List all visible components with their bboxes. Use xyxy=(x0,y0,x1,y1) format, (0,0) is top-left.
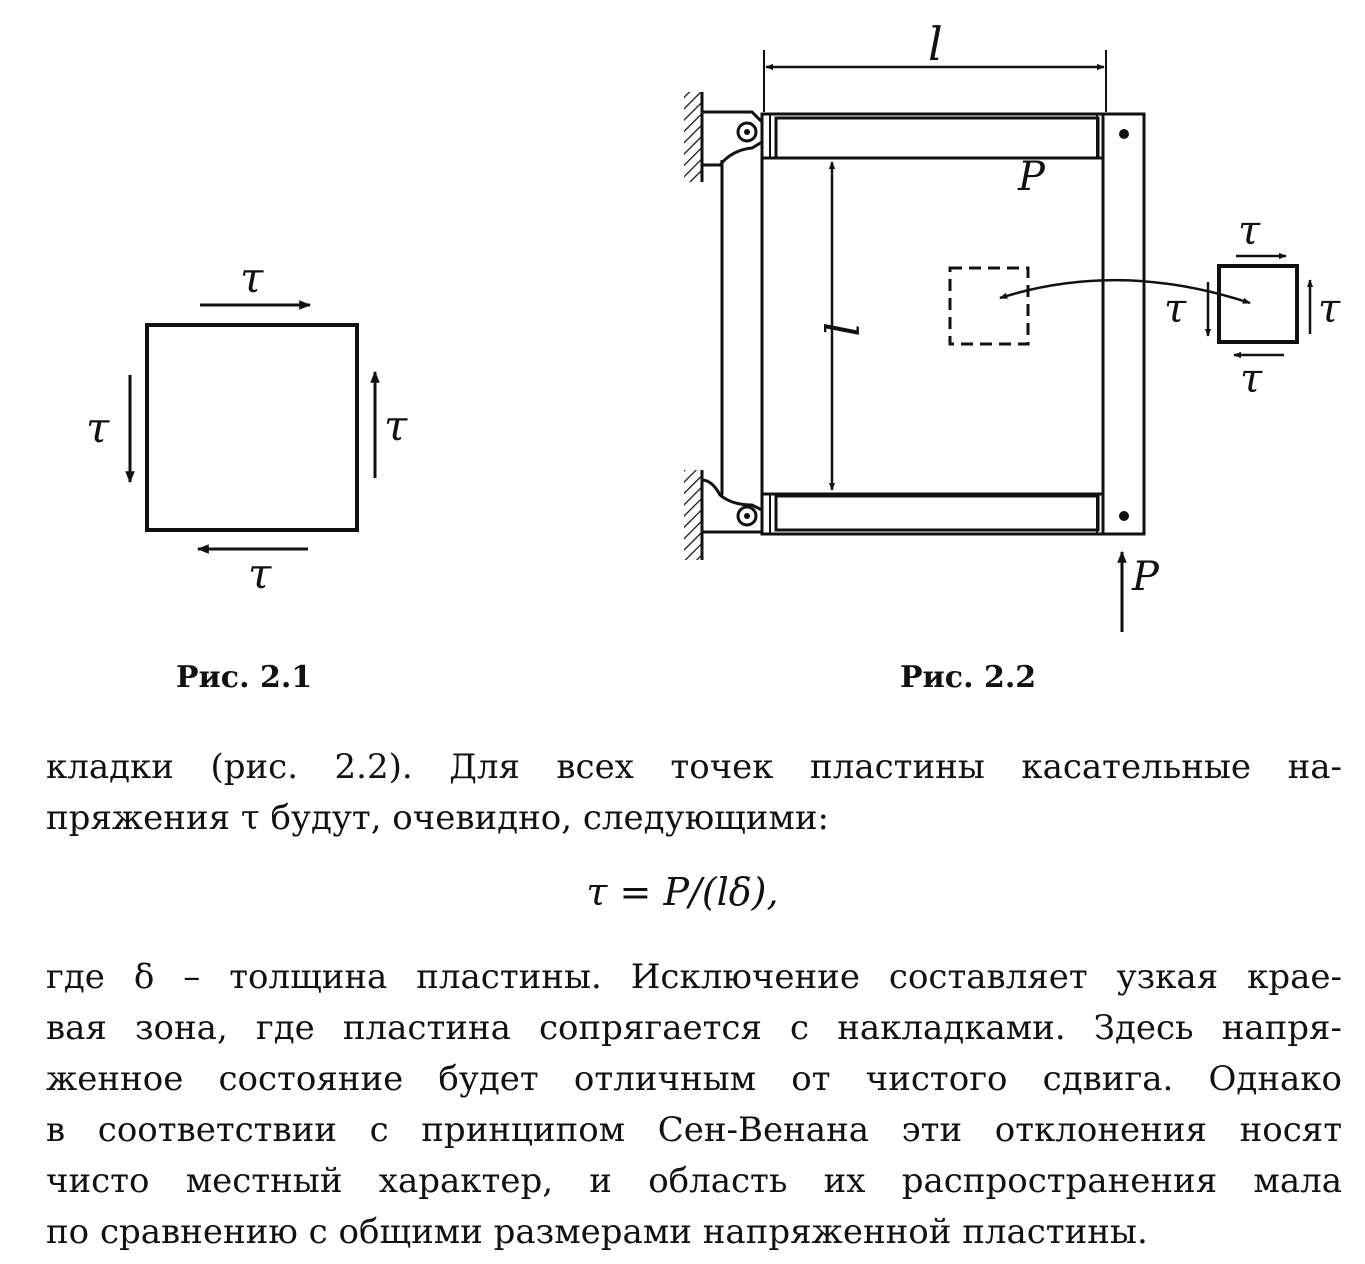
label-p-bottom: P xyxy=(1131,554,1160,600)
element-tau-left: τ xyxy=(1164,286,1187,332)
label-l-side: l xyxy=(813,322,867,337)
pure-shear-element xyxy=(145,323,359,532)
element-tau-bottom: τ xyxy=(1240,356,1263,402)
wall-top-hatch xyxy=(684,92,702,182)
paragraph-2-line: вая зона, где пластина сопрягается с нак… xyxy=(46,1008,1342,1048)
element-tau-top: τ xyxy=(1238,208,1261,254)
figure-caption-2-2: Рис. 2.2 xyxy=(900,660,1037,695)
strip-bottom xyxy=(774,494,1100,532)
tau-label-top: τ xyxy=(240,253,264,302)
support-bottom xyxy=(700,478,764,534)
strip-top xyxy=(774,116,1100,160)
formula-shear-stress: τ = P/(lδ), xyxy=(586,870,779,914)
label-l-top: l xyxy=(928,17,943,71)
figure-2-2: l l P P τ τ τ τ xyxy=(684,17,1341,632)
paragraph-2: где δ – толщина пластины. Исключение сос… xyxy=(46,952,1342,1258)
figure-2-1: τ τ τ τ xyxy=(86,253,408,598)
frame-outer xyxy=(760,112,1146,536)
label-p-top: P xyxy=(1017,154,1046,200)
tau-label-right: τ xyxy=(384,401,408,450)
paragraph-1-line: кладки (рис. 2.2). Для всех точек пласти… xyxy=(46,747,1342,787)
zoom-curve xyxy=(999,278,1251,305)
paragraph-2-line: где δ – толщина пластины. Исключение сос… xyxy=(46,957,1342,997)
paragraph-1-line: пряжения τ будут, очевидно, следующими: xyxy=(46,798,829,838)
shear-element-small xyxy=(1217,264,1299,344)
figure-caption-2-1: Рис. 2.1 xyxy=(176,660,313,695)
paragraph-1: кладки (рис. 2.2). Для всех точек пласти… xyxy=(46,742,1342,844)
tau-label-bottom: τ xyxy=(248,549,272,598)
paragraph-2-line: чисто местный характер, и область их рас… xyxy=(46,1161,1342,1201)
tau-label-left: τ xyxy=(86,403,110,452)
figures-canvas: τ τ τ τ xyxy=(86,17,1341,632)
paragraph-2-line: по сравнению с общими размерами напряжен… xyxy=(46,1212,1148,1252)
paragraph-2-line: женное состояние будет отличным от чисто… xyxy=(46,1059,1342,1099)
element-tau-right: τ xyxy=(1318,286,1341,332)
wall-bottom-hatch xyxy=(684,470,702,560)
paragraph-2-line: в соответствии с принципом Сен-Венана эт… xyxy=(46,1110,1342,1150)
dashed-element xyxy=(948,266,1030,346)
